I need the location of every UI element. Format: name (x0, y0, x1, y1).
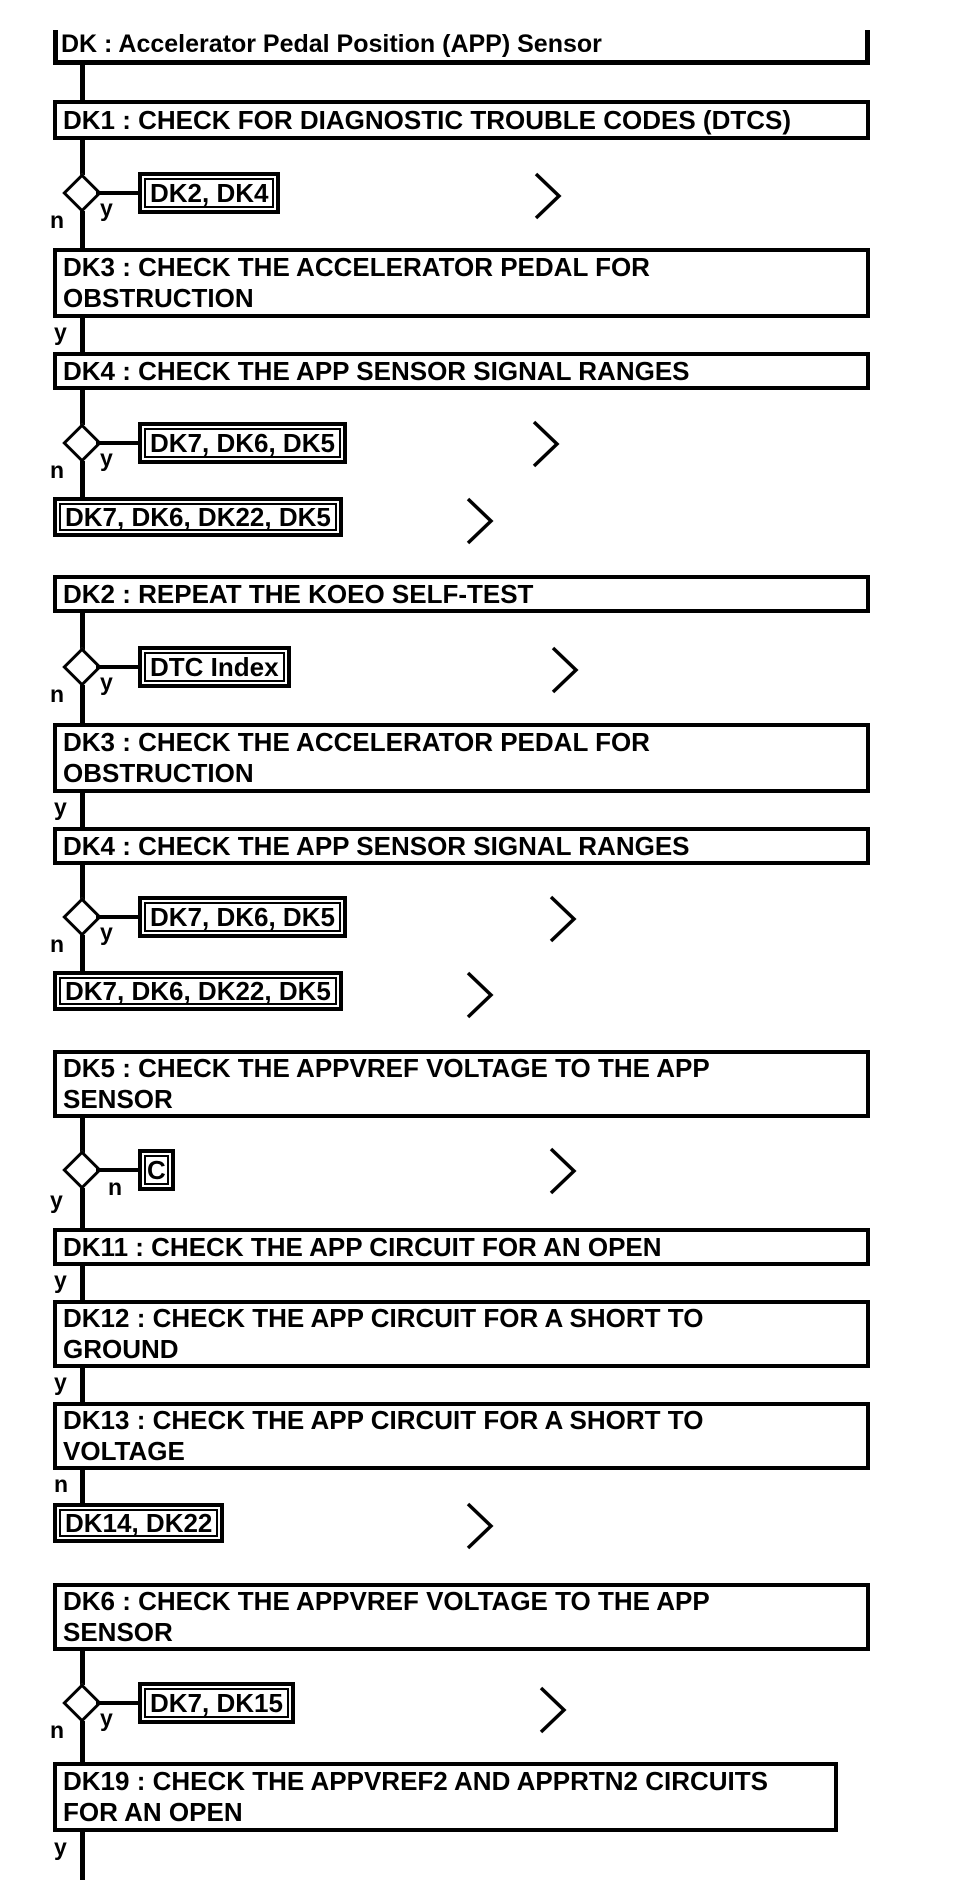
step-dk1: DK1 : CHECK FOR DIAGNOSTIC TROUBLE CODES… (53, 100, 870, 140)
reference-dk7-dk6-dk5[interactable]: DK7, DK6, DK5 (138, 896, 347, 938)
step-dk13: DK13 : CHECK THE APP CIRCUIT FOR A SHORT… (53, 1402, 870, 1470)
continue-chevron-icon[interactable] (548, 894, 578, 944)
connector-line (96, 191, 140, 195)
branch-label-yes: y (54, 794, 67, 820)
reference-dk7-dk15[interactable]: DK7, DK15 (138, 1682, 295, 1724)
step-dk19: DK19 : CHECK THE APPVREF2 AND APPRTN2 CI… (53, 1762, 838, 1832)
connector-line (80, 1832, 85, 1880)
connector-line (80, 461, 85, 497)
connector-line (80, 1368, 85, 1402)
connector-line (80, 1266, 85, 1300)
step-dk6: DK6 : CHECK THE APPVREF VOLTAGE TO THE A… (53, 1583, 870, 1651)
connector-line (80, 1470, 85, 1503)
reference-dk7-dk6-dk22-dk5[interactable]: DK7, DK6, DK22, DK5 (53, 497, 343, 537)
connector-line (80, 613, 85, 653)
branch-label-yes: y (100, 1705, 113, 1731)
branch-label-no: n (50, 207, 65, 233)
branch-label-yes: y (54, 1369, 67, 1395)
branch-label-no: n (50, 681, 65, 707)
step-dk3: DK3 : CHECK THE ACCELERATOR PEDAL FOR OB… (53, 248, 870, 318)
branch-label-yes: y (50, 1187, 63, 1213)
branch-label-no: n (50, 1717, 65, 1743)
continue-chevron-icon[interactable] (550, 645, 580, 695)
branch-label-no: n (50, 931, 65, 957)
connector-line (80, 865, 85, 903)
continue-chevron-icon[interactable] (538, 1685, 568, 1735)
flowchart-title: DK : Accelerator Pedal Position (APP) Se… (53, 30, 870, 65)
continue-chevron-icon[interactable] (465, 1501, 495, 1551)
step-dk12: DK12 : CHECK THE APP CIRCUIT FOR A SHORT… (53, 1300, 870, 1368)
connector-line (96, 665, 140, 669)
branch-label-yes: y (100, 669, 113, 695)
connector-line (96, 1168, 140, 1172)
continue-chevron-icon[interactable] (465, 496, 495, 546)
connector-line (96, 915, 140, 919)
reference-dk14-dk22[interactable]: DK14, DK22 (53, 1503, 225, 1543)
branch-label-yes: y (54, 319, 67, 345)
step-dk3: DK3 : CHECK THE ACCELERATOR PEDAL FOR OB… (53, 723, 870, 793)
branch-label-yes: y (100, 919, 113, 945)
step-dk11: DK11 : CHECK THE APP CIRCUIT FOR AN OPEN (53, 1228, 870, 1266)
branch-label-no: n (54, 1471, 69, 1497)
step-dk2: DK2 : REPEAT THE KOEO SELF-TEST (53, 575, 870, 613)
branch-label-yes: y (100, 445, 113, 471)
step-dk4: DK4 : CHECK THE APP SENSOR SIGNAL RANGES (53, 352, 870, 390)
reference-dk7-dk6-dk22-dk5[interactable]: DK7, DK6, DK22, DK5 (53, 971, 343, 1011)
step-dk4: DK4 : CHECK THE APP SENSOR SIGNAL RANGES (53, 827, 870, 865)
continue-chevron-icon[interactable] (548, 1146, 578, 1196)
connector-line (80, 1651, 85, 1685)
branch-label-no: n (50, 457, 65, 483)
step-dk5: DK5 : CHECK THE APPVREF VOLTAGE TO THE A… (53, 1050, 870, 1118)
continue-chevron-icon[interactable] (533, 171, 563, 221)
branch-label-no: n (108, 1174, 123, 1200)
reference-dk7-dk6-dk5[interactable]: DK7, DK6, DK5 (138, 422, 347, 464)
connector-line (80, 1188, 85, 1228)
reference-c[interactable]: C (138, 1149, 175, 1191)
connector-line (80, 793, 85, 827)
reference-dk2-dk4[interactable]: DK2, DK4 (138, 172, 281, 214)
connector-line (80, 65, 85, 100)
connector-line (80, 935, 85, 971)
branch-label-yes: y (54, 1834, 67, 1860)
connector-line (80, 318, 85, 352)
connector-line (80, 390, 85, 425)
continue-chevron-icon[interactable] (465, 970, 495, 1020)
connector-line (96, 441, 140, 445)
continue-chevron-icon[interactable] (531, 419, 561, 469)
branch-label-yes: y (54, 1267, 67, 1293)
connector-line (96, 1701, 140, 1705)
branch-label-yes: y (100, 195, 113, 221)
connector-line (80, 1118, 85, 1156)
connector-line (80, 211, 85, 248)
connector-line (80, 685, 85, 723)
reference-dtc-index[interactable]: DTC Index (138, 646, 291, 688)
connector-line (80, 1721, 85, 1762)
connector-line (80, 140, 85, 175)
